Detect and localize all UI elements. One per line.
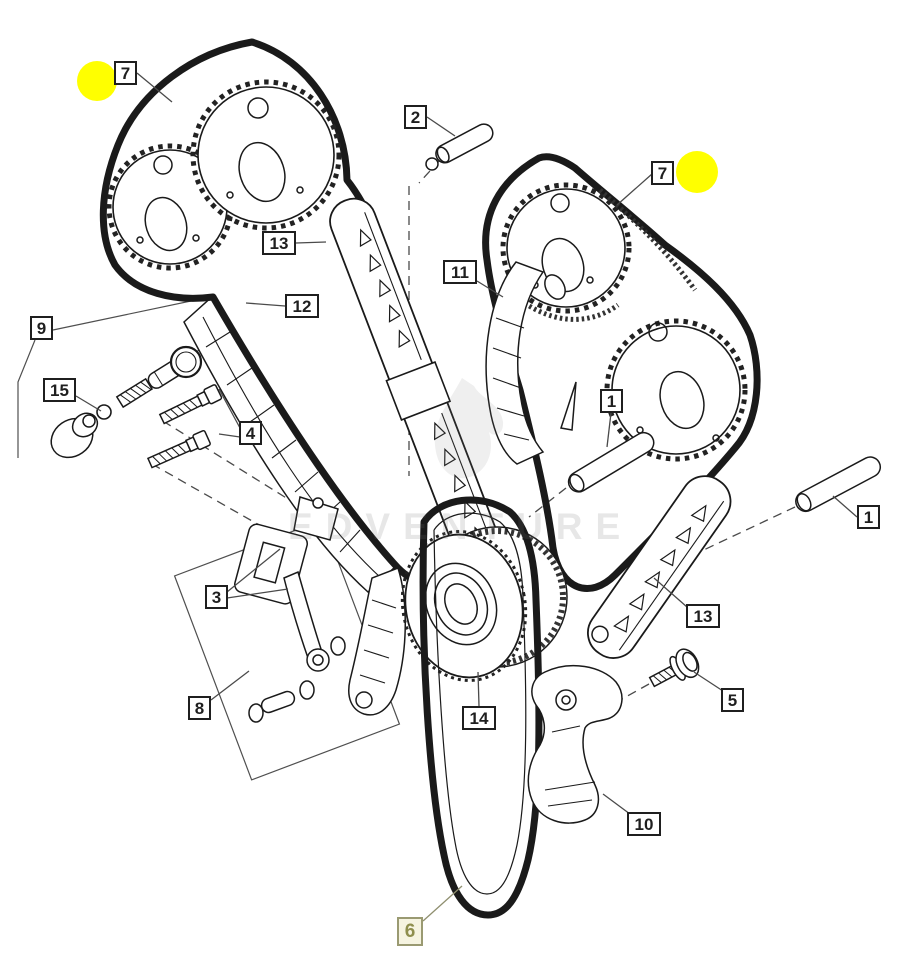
callout-15[interactable]: 15 xyxy=(43,378,76,402)
callout-1-left[interactable]: 1 xyxy=(600,389,623,413)
callout-7-left[interactable]: 7 xyxy=(114,61,137,85)
cam-sprocket-right-lower xyxy=(604,318,748,462)
highlight-dot-left xyxy=(77,61,117,101)
callout-14[interactable]: 14 xyxy=(462,706,496,730)
chain-guide-upper-13 xyxy=(329,197,500,563)
cam-sprocket-left-upper xyxy=(190,79,342,231)
chain-guide-11 xyxy=(485,261,566,465)
callout-2[interactable]: 2 xyxy=(404,105,427,129)
callout-1-right[interactable]: 1 xyxy=(857,505,880,529)
tensioner-body-10 xyxy=(527,664,623,824)
chain-link-texture xyxy=(518,188,698,322)
callout-10[interactable]: 10 xyxy=(627,812,661,836)
oil-pump-chain xyxy=(419,496,543,919)
mounting-bolt-5 xyxy=(648,648,700,688)
dowel-pin-2 xyxy=(425,123,494,171)
callout-11[interactable]: 11 xyxy=(443,260,477,284)
callout-13-lower[interactable]: 13 xyxy=(686,604,720,628)
callout-13-upper[interactable]: 13 xyxy=(262,231,296,255)
callout-12[interactable]: 12 xyxy=(285,294,319,318)
tensioner-shoe xyxy=(348,567,406,716)
leader-9-long xyxy=(52,296,211,331)
callout-8[interactable]: 8 xyxy=(188,696,211,720)
highlight-dot-right xyxy=(676,151,718,193)
callout-5[interactable]: 5 xyxy=(721,688,744,712)
tensioner-arm-3 xyxy=(234,496,346,723)
flange-detail xyxy=(560,381,577,431)
chain-guide-lower-13 xyxy=(587,475,732,659)
callout-9[interactable]: 9 xyxy=(30,316,53,340)
tensioner-bolts-4 xyxy=(146,384,223,469)
tensioner-assembly-9 xyxy=(50,345,203,459)
dowel-pin-1-right xyxy=(795,456,882,513)
callout-4[interactable]: 4 xyxy=(239,421,262,445)
leader-9-bracket xyxy=(17,339,36,458)
seal-ring-15 xyxy=(96,404,112,420)
watermark-logo xyxy=(434,378,504,479)
dowel-pin-1-left xyxy=(567,431,655,493)
callout-7-right[interactable]: 7 xyxy=(651,161,674,185)
callout-3[interactable]: 3 xyxy=(205,585,228,609)
callout-6-selected[interactable]: 6 xyxy=(397,917,423,946)
